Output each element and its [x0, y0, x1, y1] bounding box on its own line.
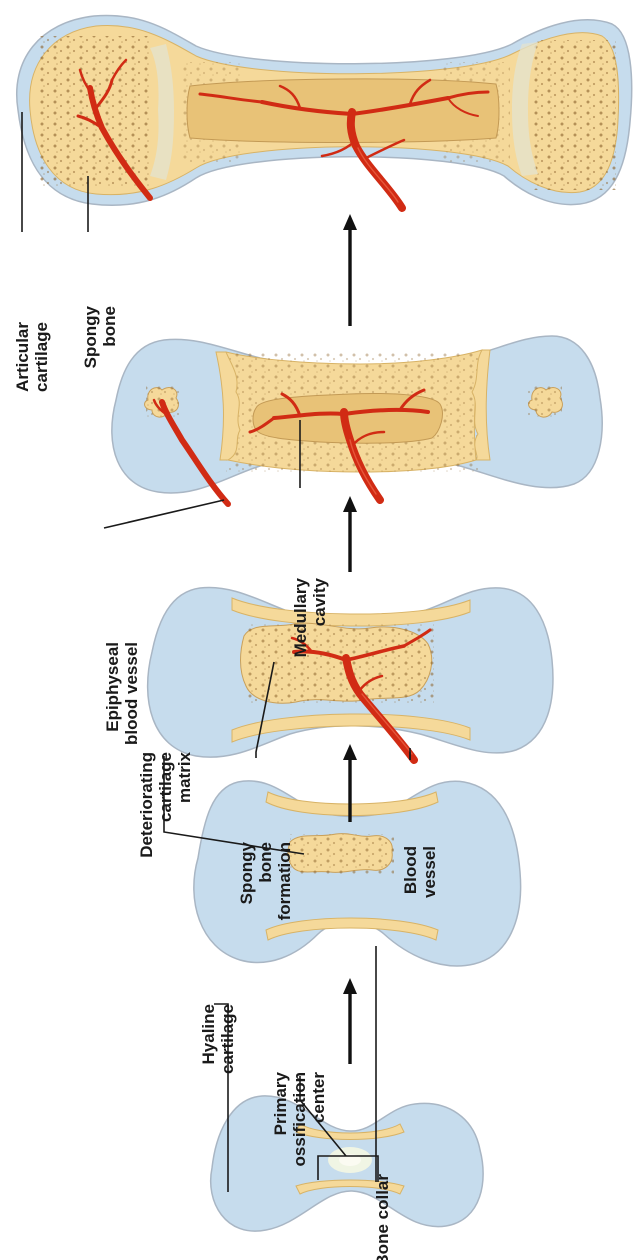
label-articular-cartilage: Articularcartilage	[13, 322, 51, 392]
stage-4-bone	[112, 336, 602, 504]
svg-text:Bloodvessel: Bloodvessel	[401, 846, 439, 898]
svg-text:Articularcartilage: Articularcartilage	[13, 322, 51, 392]
label-spongy-bone-line2: bone	[100, 306, 119, 347]
label-epiphyseal-blood-vessel: Epiphysealblood vessel	[103, 642, 141, 745]
label-medullary-line1: Medullary	[291, 577, 310, 657]
label-primary-line1: Primary	[271, 1071, 290, 1135]
label-hyaline-line2: cartilage	[218, 1004, 237, 1074]
label-deteriorating-line1: Deteriorating	[137, 752, 156, 858]
stage-3-bone	[148, 587, 553, 760]
label-deteriorating-cartilage-matrix: Deterioratingcartilagematrix	[137, 751, 194, 857]
stage-1-cartilage-model	[211, 1096, 483, 1231]
label-blood-vessel-line2: vessel	[420, 846, 439, 898]
label-epiphyseal-line2: blood vessel	[122, 642, 141, 745]
svg-text:Epiphysealblood vessel: Epiphysealblood vessel	[103, 642, 141, 745]
svg-text:Spongybone: Spongybone	[81, 305, 119, 368]
stage-5-bone	[17, 15, 632, 208]
label-deteriorating-line2: cartilage	[156, 752, 175, 822]
svg-text:Deterioratingcartilagematrix: Deterioratingcartilagematrix	[137, 751, 194, 857]
label-spongy-bone-line1: Spongy	[81, 305, 100, 368]
svg-text:Hyalinecartilage: Hyalinecartilage	[199, 1004, 237, 1074]
label-medullary-line2: cavity	[310, 577, 329, 626]
label-primary-line2: ossification	[290, 1072, 309, 1166]
label-epiphyseal-line1: Epiphyseal	[103, 642, 122, 732]
label-articular-line1: Articular	[13, 322, 32, 392]
arrow-4	[343, 214, 357, 326]
stage5-medullary-cavity	[187, 79, 499, 143]
label-primary-line3: center	[309, 1072, 328, 1123]
arrow-1	[343, 978, 357, 1064]
label-hyaline-line1: Hyaline	[199, 1004, 218, 1064]
label-bone-collar-text: Bone collar	[373, 1174, 392, 1260]
label-hyaline-cartilage: Hyalinecartilage	[199, 1004, 237, 1074]
label-blood-vessel: Bloodvessel	[401, 846, 439, 898]
label-spongy-formation-line2: bone	[256, 842, 275, 883]
label-spongy-formation-line1: Spongy	[237, 841, 256, 904]
label-deteriorating-line3: matrix	[175, 751, 194, 803]
label-bone-collar: Bone collar	[373, 1174, 392, 1260]
label-spongy-bone: Spongybone	[81, 305, 119, 368]
arrow-3	[343, 496, 357, 572]
label-articular-line2: cartilage	[32, 322, 51, 392]
label-blood-vessel-line1: Blood	[401, 846, 420, 894]
label-spongy-formation-line3: formation	[275, 842, 294, 920]
